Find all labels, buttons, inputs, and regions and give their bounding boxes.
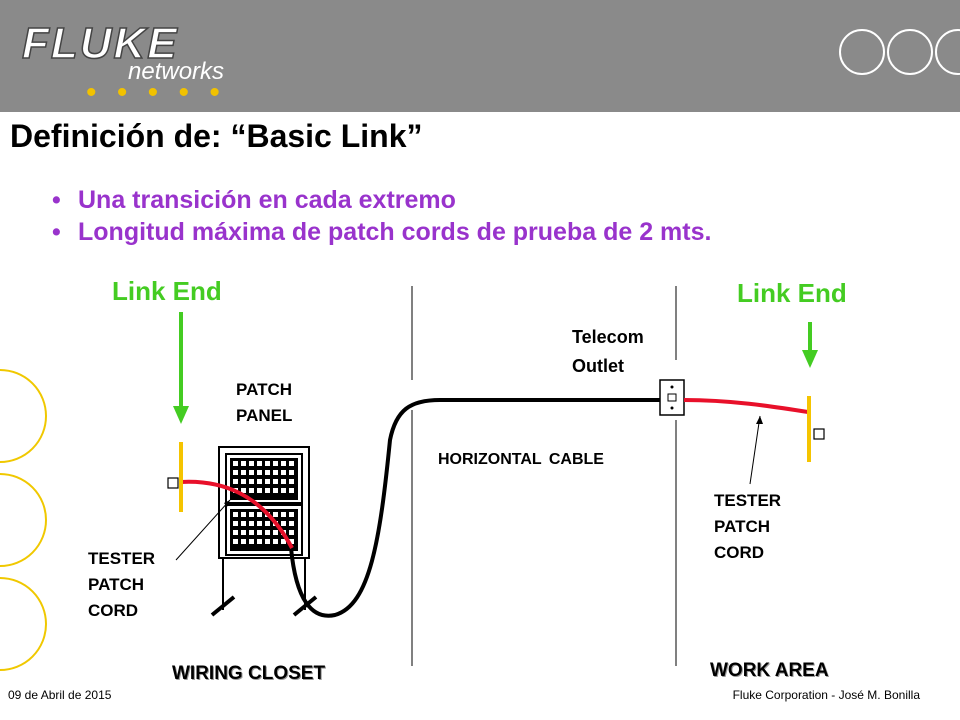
left-patch-cord	[180, 479, 294, 549]
fluke-logo: FLUKE	[21, 19, 179, 68]
networks-logo-text: networks	[128, 58, 225, 85]
right-cord-pointer-head	[756, 416, 763, 424]
telecom-outlet	[659, 379, 685, 416]
right-tester-patch-cord-label: TESTER PATCH CORD	[714, 491, 782, 562]
header-circle-1	[839, 29, 885, 75]
side-circle-1	[0, 369, 47, 463]
side-circle-2	[0, 473, 47, 567]
footer-date: 09 de Abril de 2015	[8, 688, 112, 702]
telecom-outlet-label: Telecom Outlet	[572, 327, 644, 376]
horizontal-cable-label: HORIZONTAL CABLE	[438, 451, 604, 468]
left-cord-pointer-head	[224, 500, 230, 507]
left-tester-patch-cord-label: TESTER PATCH CORD	[88, 549, 156, 620]
work-area-label: WORK AREA	[710, 660, 829, 681]
link-end-left-label: Link End	[112, 276, 222, 306]
slide-title: Definición de: “Basic Link”	[10, 118, 423, 154]
right-cord-pointer	[749, 415, 761, 485]
side-circle-3	[0, 577, 47, 671]
link-end-right-label: Link End	[737, 278, 847, 308]
link-end-right-arrow	[802, 322, 818, 368]
wiring-closet-label: WIRING CLOSET	[172, 663, 326, 684]
right-patch-cord	[683, 398, 809, 414]
bullet-item: Longitud máxima de patch cords de prueba…	[52, 216, 711, 248]
bullet-item: Una transición en cada extremo	[52, 184, 711, 216]
footer-credit: Fluke Corporation - José M. Bonilla	[732, 688, 920, 702]
header-circle-3	[935, 29, 960, 75]
left-cord-pointer	[175, 499, 231, 561]
bullet-list: Una transición en cada extremo Longitud …	[52, 184, 711, 248]
header-circle-2	[887, 29, 933, 75]
link-end-left-arrow	[173, 312, 189, 424]
left-tester-port	[167, 477, 179, 489]
horizontal-cable	[289, 398, 660, 618]
right-tester-port	[813, 428, 825, 440]
patch-panel-label: PATCH PANEL	[236, 380, 293, 425]
header-bar: FLUKE networks • • • • •	[0, 0, 960, 112]
logo-dots: • • • • •	[86, 76, 226, 109]
